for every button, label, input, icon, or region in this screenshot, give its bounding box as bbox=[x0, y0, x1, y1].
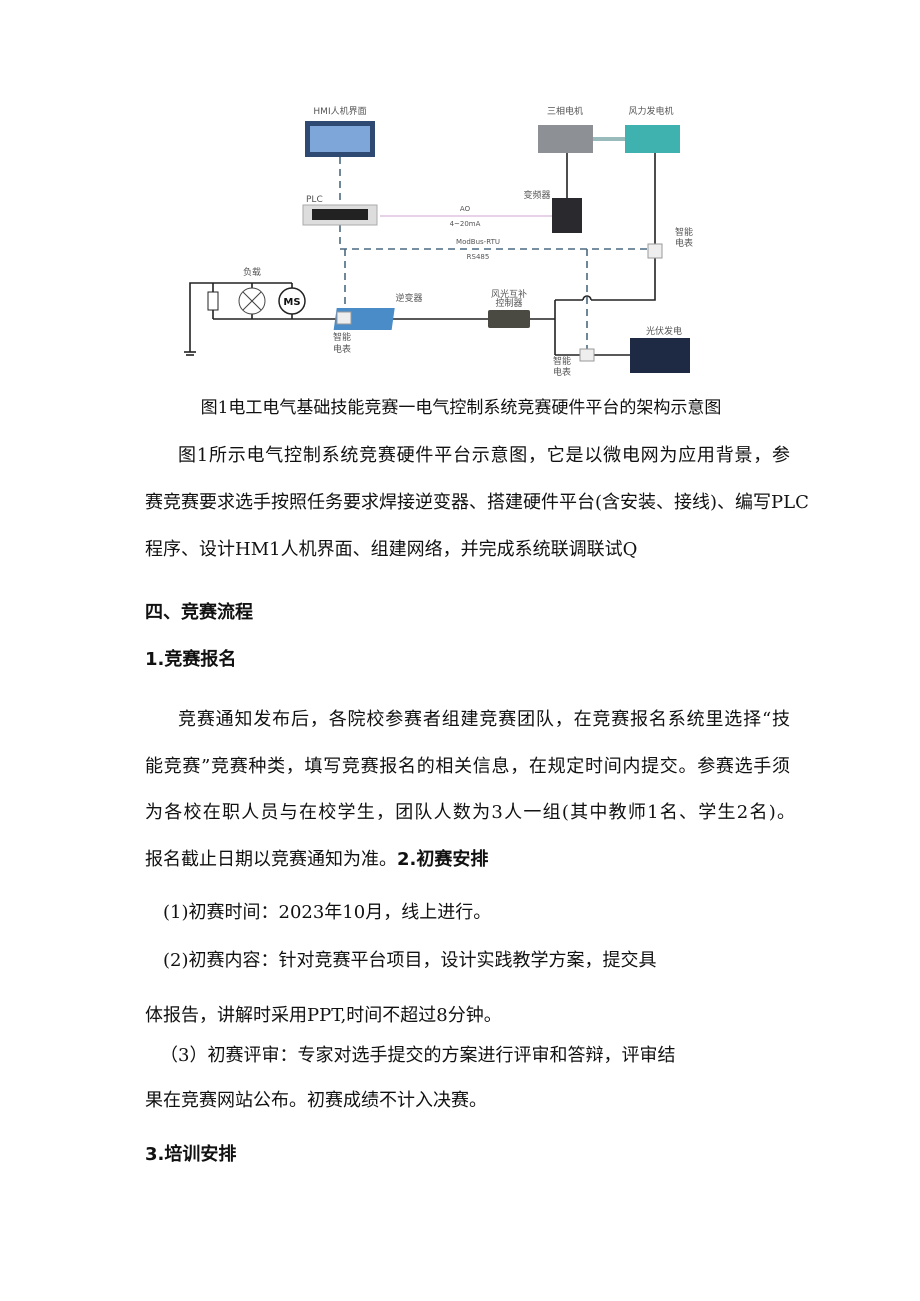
hmi-label: HMI人机界面 bbox=[313, 105, 366, 117]
wind-generator-image bbox=[625, 125, 680, 153]
hmi-screen bbox=[305, 121, 375, 157]
subsection-heading: 2.初赛安排 bbox=[397, 849, 489, 870]
list-item-continuation: 体报告，讲解时采用PPT,时间不超过8分钟。 bbox=[145, 1005, 502, 1026]
vfd-image bbox=[552, 198, 582, 233]
diagram-labels: HMI人机界面 PLC 三相电机 风力发电机 变频器 AO 4~20mA Mod… bbox=[243, 105, 693, 378]
paragraph-line: 能竞赛”竞赛种类，填写竞赛报名的相关信息，在规定时间内提交。参赛选手须 bbox=[145, 756, 790, 777]
smart-meter-left bbox=[336, 311, 352, 325]
list-item: (1)初赛时间：2023年10月，线上进行。 bbox=[163, 902, 492, 923]
figure-caption: 图1电工电气基础技能竞赛一电气控制系统竞赛硬件平台的架构示意图 bbox=[200, 398, 722, 418]
paragraph-text: 报名截止日期以竞赛通知为准。 bbox=[145, 849, 397, 870]
plc-label: PLC bbox=[306, 195, 323, 205]
paragraph-line: 程序、设计HM1人机界面、组建网络，并完成系统联调联试Q bbox=[145, 539, 638, 560]
current-signal-label: 4~20mA bbox=[450, 220, 481, 228]
motor-image bbox=[538, 125, 593, 153]
lamp-icon bbox=[238, 287, 266, 315]
smart-meter-pv bbox=[579, 348, 595, 362]
paragraph-line: 竞赛通知发布后，各院校参赛者组建竞赛团队，在竞赛报名系统里选择“技 bbox=[178, 709, 790, 730]
ms-label: MS bbox=[283, 297, 300, 308]
list-item: (2)初赛内容：针对竞赛平台项目，设计实践教学方案，提交具 bbox=[163, 950, 657, 971]
plc-device bbox=[302, 204, 378, 226]
paragraph-line: 为各校在职人员与在校学生，团队人数为3人一组(其中教师1名、学生2名)。 bbox=[145, 802, 795, 823]
architecture-diagram: MS HMI人机界面 PLC 三相电机 风力发电机 变频器 AO 4~20mA … bbox=[184, 105, 693, 378]
inverter-label: 逆变器 bbox=[395, 292, 422, 304]
wind-generator-label: 风力发电机 bbox=[628, 105, 673, 117]
paragraph-line: 赛竞赛要求选手按照任务要求焊接逆变器、搭建硬件平台(含安装、接线)、编写PLC bbox=[145, 492, 809, 513]
power-wires bbox=[184, 137, 656, 356]
pv-label: 光伏发电 bbox=[646, 325, 682, 337]
modbus-label: ModBus-RTU bbox=[456, 238, 500, 246]
smart-meter-label: 智能 bbox=[675, 226, 693, 238]
resistor-icon bbox=[207, 291, 219, 311]
comm-wires bbox=[339, 157, 650, 350]
smart-meter-right bbox=[647, 243, 663, 259]
smart-meter-label: 智能 bbox=[333, 331, 351, 343]
smart-meter-label: 电表 bbox=[333, 343, 351, 355]
subsection-heading: 1.竞赛报名 bbox=[145, 649, 237, 670]
list-item: （3）初赛评审：专家对选手提交的方案进行评审和答辩，评审结 bbox=[160, 1045, 676, 1066]
controller-label: 控制器 bbox=[495, 297, 522, 309]
smart-meter-label: 电表 bbox=[553, 366, 571, 378]
solar-panel-image bbox=[630, 338, 690, 373]
vfd-label: 变频器 bbox=[523, 189, 550, 201]
rs485-label: RS485 bbox=[467, 253, 490, 261]
section-heading: 四、竞赛流程 bbox=[145, 602, 253, 623]
smart-meter-label: 电表 bbox=[675, 237, 693, 249]
paragraph-line: 报名截止日期以竞赛通知为准。2.初赛安排 bbox=[145, 848, 488, 872]
ao-label: AO bbox=[460, 205, 471, 213]
load-label: 负载 bbox=[243, 266, 261, 278]
controller-image bbox=[488, 310, 530, 328]
subsection-heading: 3.培训安排 bbox=[145, 1144, 237, 1165]
motor-label: 三相电机 bbox=[547, 105, 583, 117]
motor-ms-icon bbox=[278, 287, 306, 315]
smart-meter-label: 智能 bbox=[553, 355, 571, 367]
list-item-continuation: 果在竞赛网站公布。初赛成绩不计入决赛。 bbox=[145, 1090, 487, 1111]
paragraph-line: 图1所示电气控制系统竞赛硬件平台示意图，它是以微电网为应用背景，参 bbox=[178, 445, 790, 466]
controller-label: 风光互补 bbox=[491, 288, 527, 300]
